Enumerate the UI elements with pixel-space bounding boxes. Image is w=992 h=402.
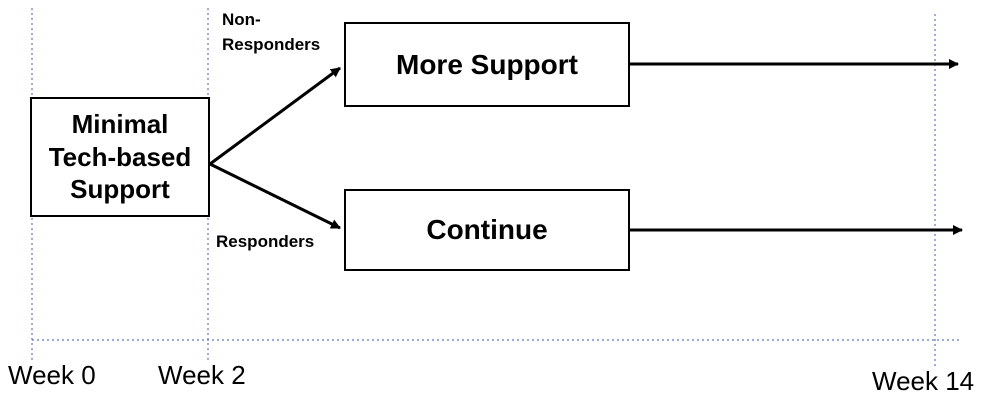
continue-box: Continue — [344, 189, 630, 271]
start-box-line-3: Support — [70, 174, 170, 205]
week-14-label: Week 14 — [872, 366, 975, 396]
continue-label: Continue — [426, 214, 548, 245]
non-responders-label: Non- Responders — [222, 8, 320, 57]
more-support-label: More Support — [396, 48, 578, 80]
non-responders-line-1: Non- — [222, 10, 261, 29]
start-box-line-1: Minimal — [71, 109, 169, 140]
more-support-box: More Support — [344, 22, 630, 107]
arrow-to-continue — [209, 162, 341, 230]
week-0-label: Week 0 — [8, 360, 96, 390]
start-box-line-2: Tech-based — [48, 141, 192, 172]
non-responders-line-2: Responders — [222, 34, 321, 54]
minimal-support-box: Minimal Tech-based Support — [30, 97, 210, 217]
arrow-to-more-support — [209, 66, 341, 166]
week-2-label: Week 2 — [158, 360, 246, 390]
responders-label: Responders — [216, 232, 315, 251]
